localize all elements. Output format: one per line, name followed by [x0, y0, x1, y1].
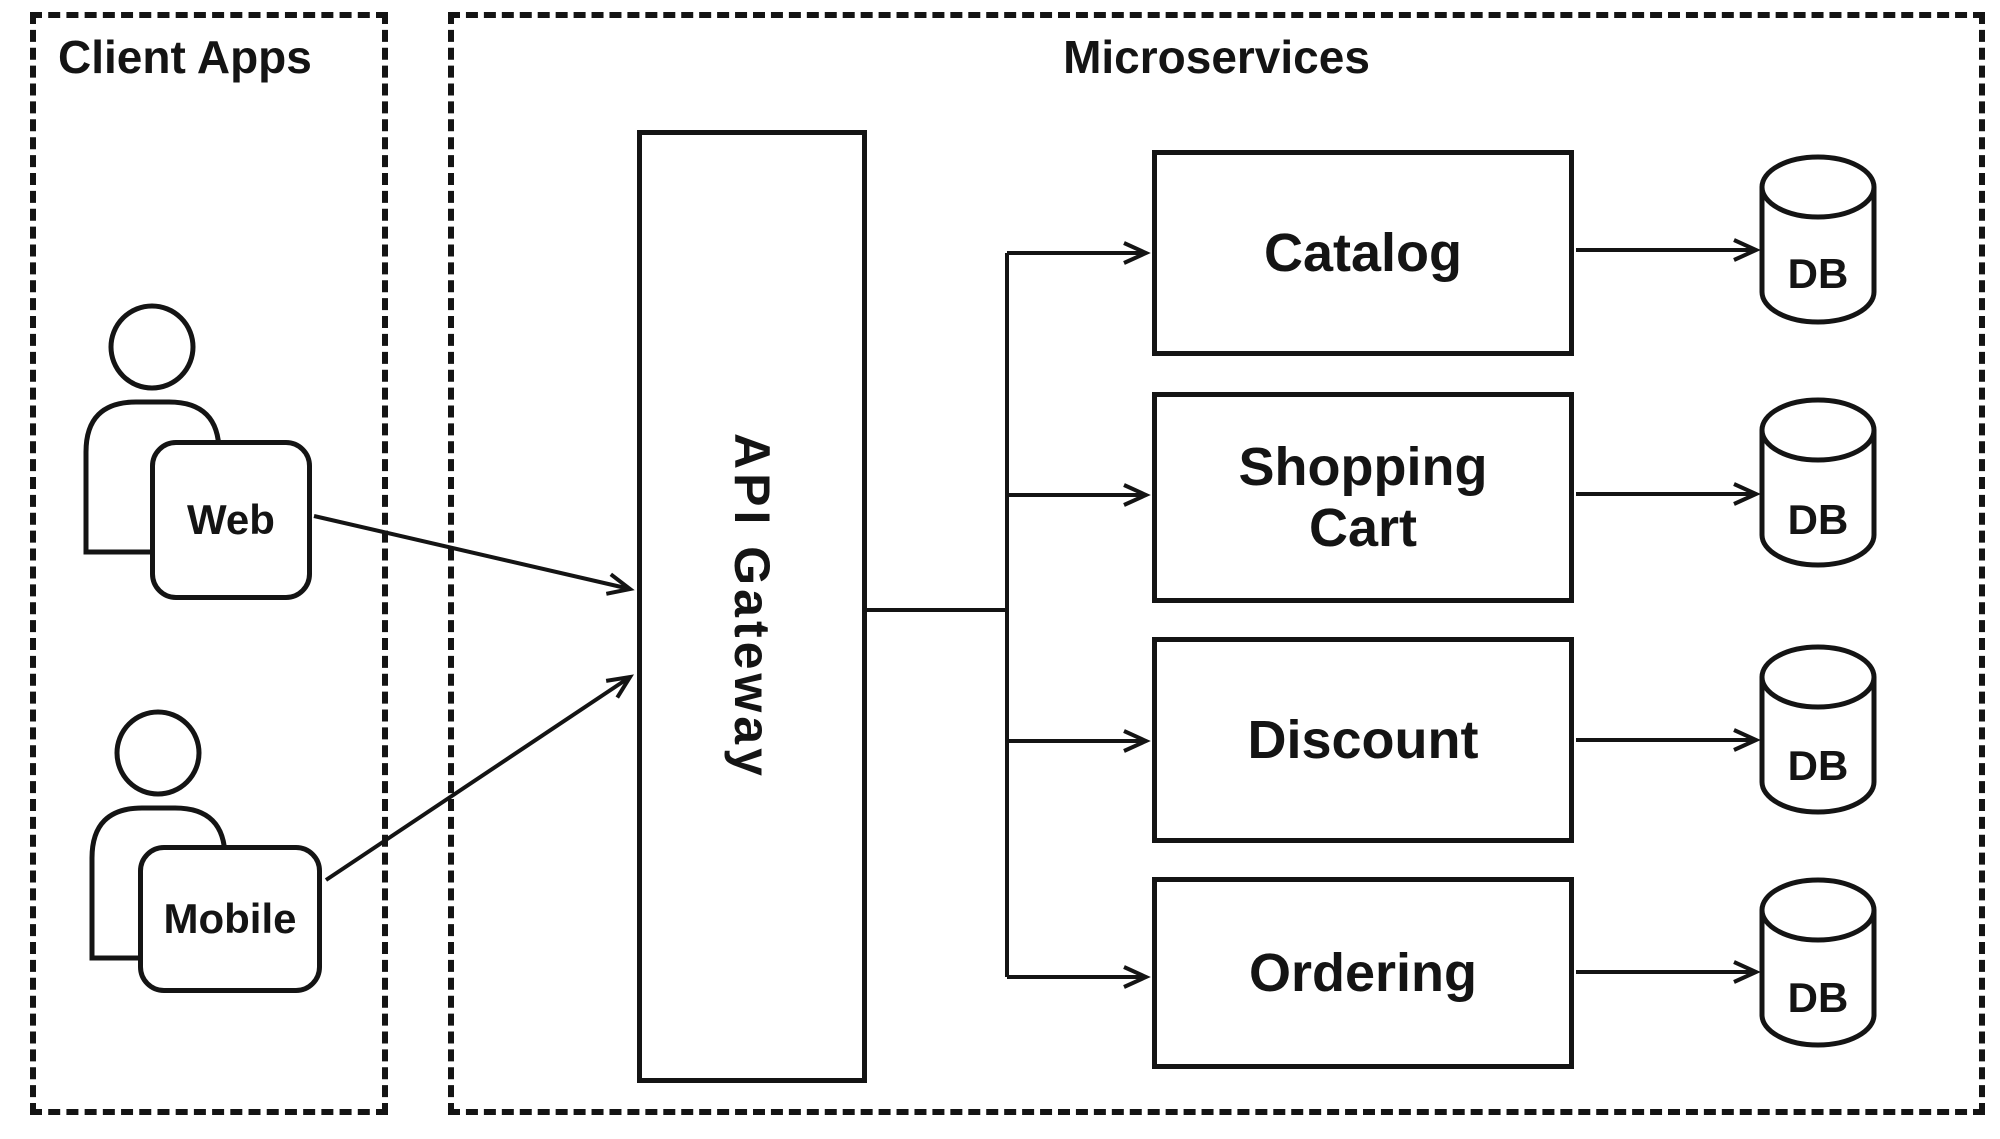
microservices-title: Microservices: [1063, 31, 1370, 83]
ordering-database-icon: [1759, 877, 1877, 1048]
mobile-client-node: Mobile: [138, 845, 322, 993]
ordering-service-node: Ordering: [1152, 877, 1574, 1069]
ordering-service-label: Ordering: [1248, 942, 1478, 1003]
mobile-client-label: Mobile: [163, 895, 297, 942]
discount-db-label: DB: [1787, 742, 1849, 789]
client-apps-group: Client Apps: [30, 12, 388, 1115]
discount-service-label: Discount: [1247, 709, 1479, 770]
discount-service-node: Discount: [1152, 637, 1574, 843]
client-apps-title: Client Apps: [58, 31, 312, 83]
gateway-branch-trunk: [867, 253, 1009, 977]
microservices-group: Microservices: [448, 12, 1985, 1115]
api-gateway-node: API Gateway: [637, 130, 867, 1083]
catalog-database-icon: [1759, 154, 1877, 325]
api-gateway-label: API Gateway: [724, 433, 780, 780]
catalog-service-node: Catalog: [1152, 150, 1574, 356]
catalog-db-label: DB: [1787, 250, 1849, 297]
shopping-cart-database-icon: [1759, 397, 1877, 568]
shopping-cart-service-label: Shopping Cart: [1238, 437, 1488, 558]
mobile-to-gateway-arrow: [324, 674, 635, 882]
ordering-db-label: DB: [1787, 974, 1849, 1021]
discount-database-icon: [1759, 644, 1877, 815]
shopping-cart-service-node: Shopping Cart: [1152, 392, 1574, 603]
catalog-service-label: Catalog: [1263, 222, 1463, 283]
shopping-cart-db-label: DB: [1787, 496, 1849, 543]
web-client-label: Web: [187, 496, 275, 543]
web-to-gateway-arrow: [313, 514, 635, 596]
web-client-node: Web: [150, 440, 312, 600]
